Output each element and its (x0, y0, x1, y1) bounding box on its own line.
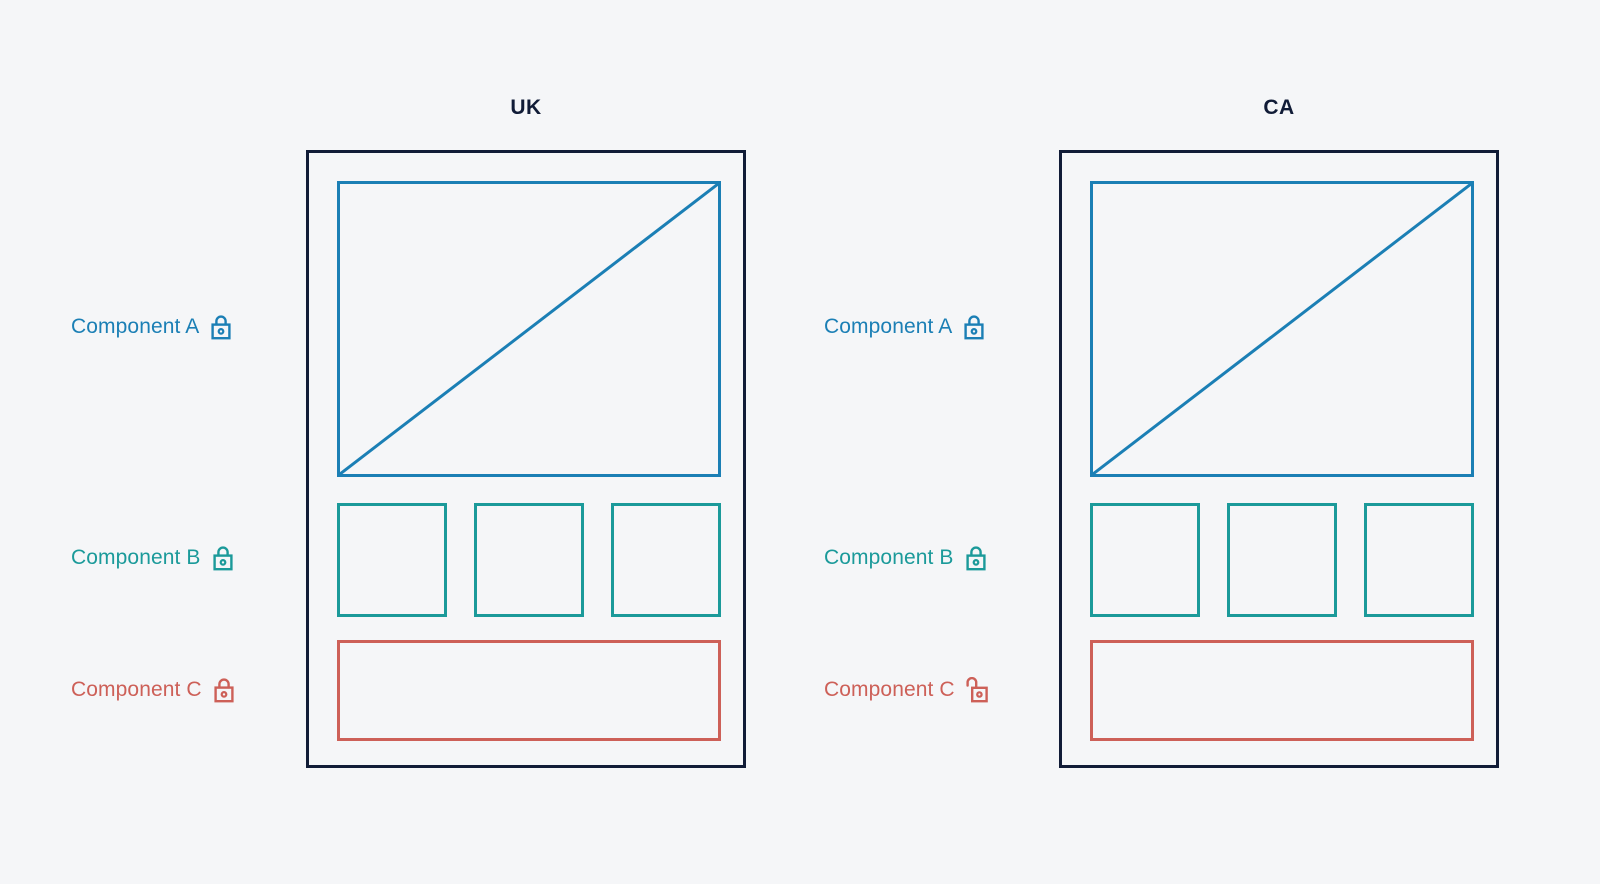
region-group-uk: UK Component A Component B Component C (71, 96, 746, 768)
component-row-ca-b (1090, 503, 1474, 617)
component-label-uk-c: Component C (71, 675, 235, 705)
component-box-uk-b-1[interactable] (337, 503, 447, 617)
padlock-closed-icon (211, 315, 231, 340)
component-box-ca-c[interactable] (1090, 640, 1474, 741)
component-box-ca-a[interactable] (1090, 181, 1474, 477)
component-label-text: Component B (824, 546, 954, 569)
component-label-text: Component C (824, 678, 955, 701)
padlock-closed-icon (965, 546, 986, 571)
device-frame-ca (1059, 150, 1499, 768)
diagonal-line (340, 184, 718, 474)
component-label-ca-b: Component B (824, 543, 987, 573)
padlock-closed-icon (214, 678, 234, 703)
group-title-ca: CA (1263, 96, 1295, 119)
component-label-ca-c: Component C (824, 675, 988, 705)
component-box-uk-b-2[interactable] (474, 503, 584, 617)
component-label-text: Component B (71, 546, 201, 569)
padlock-closed-icon (212, 546, 233, 571)
component-label-text: Component A (824, 315, 953, 338)
component-box-ca-b-1[interactable] (1090, 503, 1200, 617)
padlock-closed-icon (964, 315, 984, 340)
padlock-open-icon (966, 677, 988, 703)
component-label-text: Component A (71, 315, 200, 338)
component-label-uk-a: Component A (71, 312, 232, 342)
component-label-text: Component C (71, 678, 202, 701)
group-title-uk: UK (510, 96, 542, 119)
component-box-uk-a[interactable] (337, 181, 721, 477)
component-row-uk-b (337, 503, 721, 617)
region-group-ca: CA Component A Component B Component C (753, 0, 1553, 884)
device-frame-uk (306, 150, 746, 768)
component-box-uk-c[interactable] (337, 640, 721, 741)
component-box-ca-b-3[interactable] (1364, 503, 1474, 617)
component-box-ca-b-2[interactable] (1227, 503, 1337, 617)
component-label-uk-b: Component B (71, 543, 234, 573)
diagonal-line (1093, 184, 1471, 474)
component-box-uk-b-3[interactable] (611, 503, 721, 617)
component-label-ca-a: Component A (824, 312, 985, 342)
